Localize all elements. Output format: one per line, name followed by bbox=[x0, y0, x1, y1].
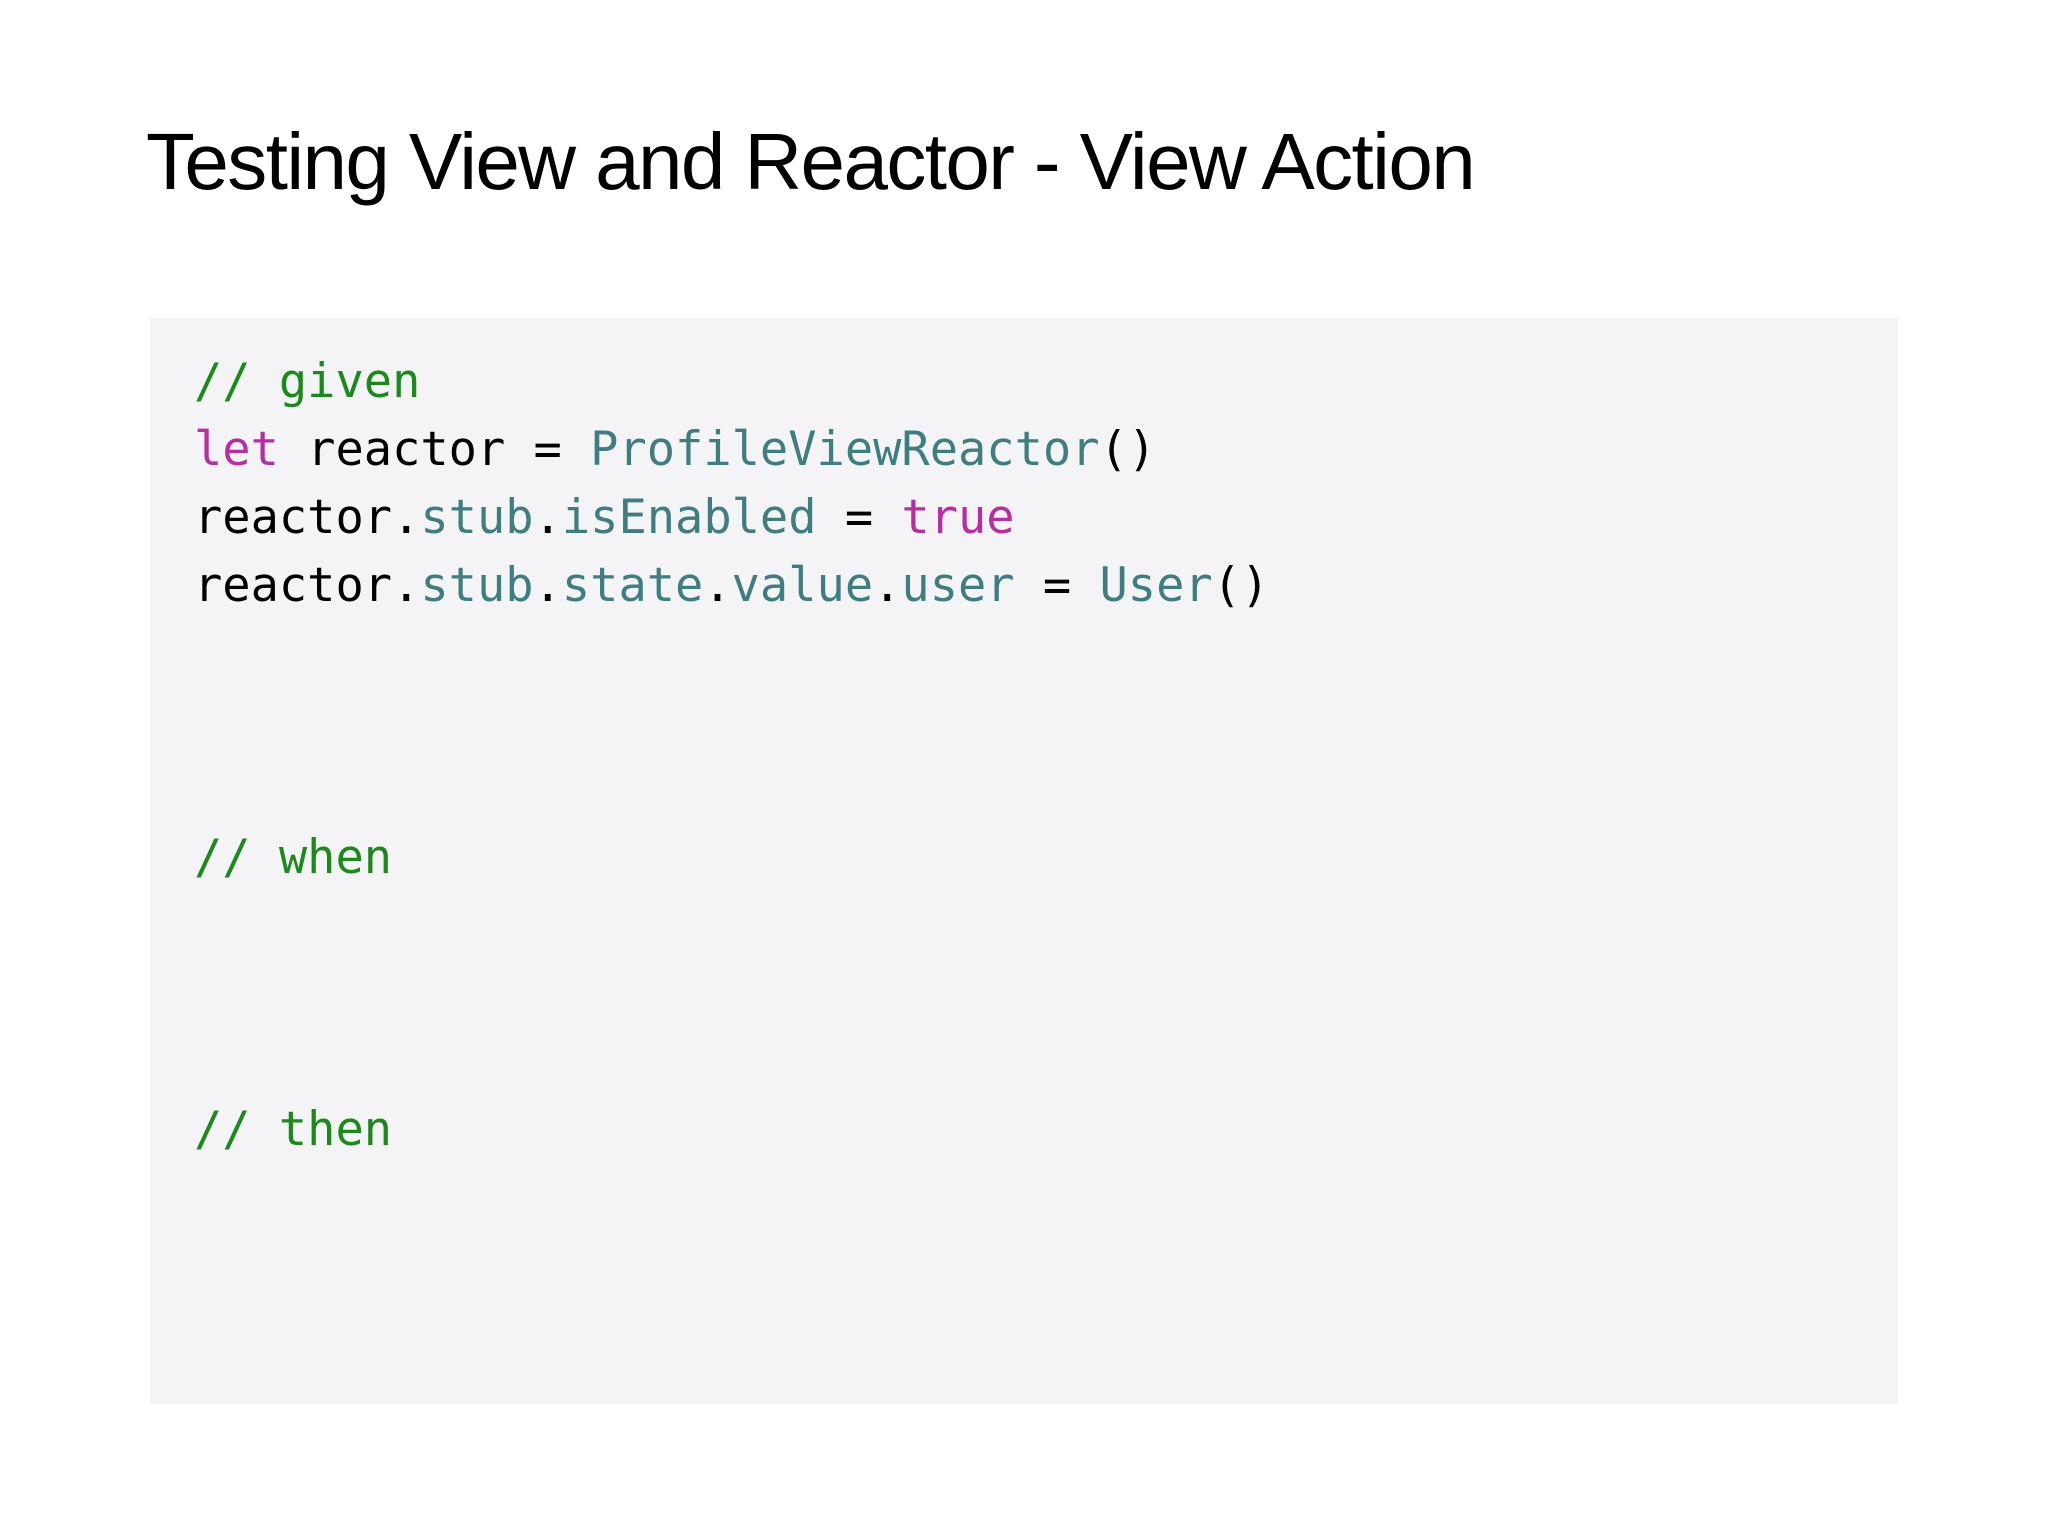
code-token-type: User bbox=[1099, 558, 1213, 613]
code-token-plain: () bbox=[1212, 558, 1270, 613]
page-title: Testing View and Reactor - View Action bbox=[146, 117, 1476, 206]
code-line bbox=[194, 688, 1898, 756]
code-token-type: stub bbox=[420, 490, 534, 545]
code-token-type: state bbox=[561, 558, 704, 613]
code-token-keyword: true bbox=[901, 490, 1015, 545]
code-token-type: ProfileViewReactor bbox=[590, 422, 1100, 477]
code-line: // then bbox=[194, 1096, 1898, 1164]
code-token-plain: . bbox=[703, 558, 732, 613]
code-token-type: isEnabled bbox=[561, 490, 817, 545]
code-token-plain: . bbox=[533, 558, 562, 613]
code-line bbox=[194, 892, 1898, 960]
code-token-type: user bbox=[901, 558, 1015, 613]
code-line: // when bbox=[194, 824, 1898, 892]
code-token-plain: . bbox=[533, 490, 562, 545]
code-line: reactor.stub.isEnabled = true bbox=[194, 484, 1898, 552]
code-token-plain: = bbox=[1014, 558, 1100, 613]
code-token-plain: . bbox=[873, 558, 902, 613]
code-token-comment: // given bbox=[194, 354, 421, 409]
code-content: // given let reactor = ProfileViewReactor… bbox=[194, 348, 1898, 1164]
code-token-plain: . bbox=[392, 490, 421, 545]
code-token-plain: . bbox=[392, 558, 421, 613]
code-token-type: stub bbox=[420, 558, 534, 613]
code-line bbox=[194, 756, 1898, 824]
code-line bbox=[194, 1028, 1898, 1096]
code-token-plain: () bbox=[1099, 422, 1157, 477]
code-token-type: value bbox=[731, 558, 874, 613]
code-token-comment: // when bbox=[194, 830, 393, 885]
code-line: // given bbox=[194, 348, 1898, 416]
code-token-plain: reactor bbox=[194, 558, 393, 613]
code-line bbox=[194, 960, 1898, 1028]
code-token-plain: reactor bbox=[194, 490, 393, 545]
code-token-keyword: let bbox=[194, 422, 279, 477]
code-line: let reactor = ProfileViewReactor() bbox=[194, 416, 1898, 484]
code-token-plain: reactor = bbox=[278, 422, 591, 477]
code-token-plain: = bbox=[816, 490, 902, 545]
code-token-comment: // then bbox=[194, 1102, 393, 1157]
code-block: // given let reactor = ProfileViewReactor… bbox=[150, 318, 1898, 1404]
code-line bbox=[194, 620, 1898, 688]
code-line: reactor.stub.state.value.user = User() bbox=[194, 552, 1898, 620]
